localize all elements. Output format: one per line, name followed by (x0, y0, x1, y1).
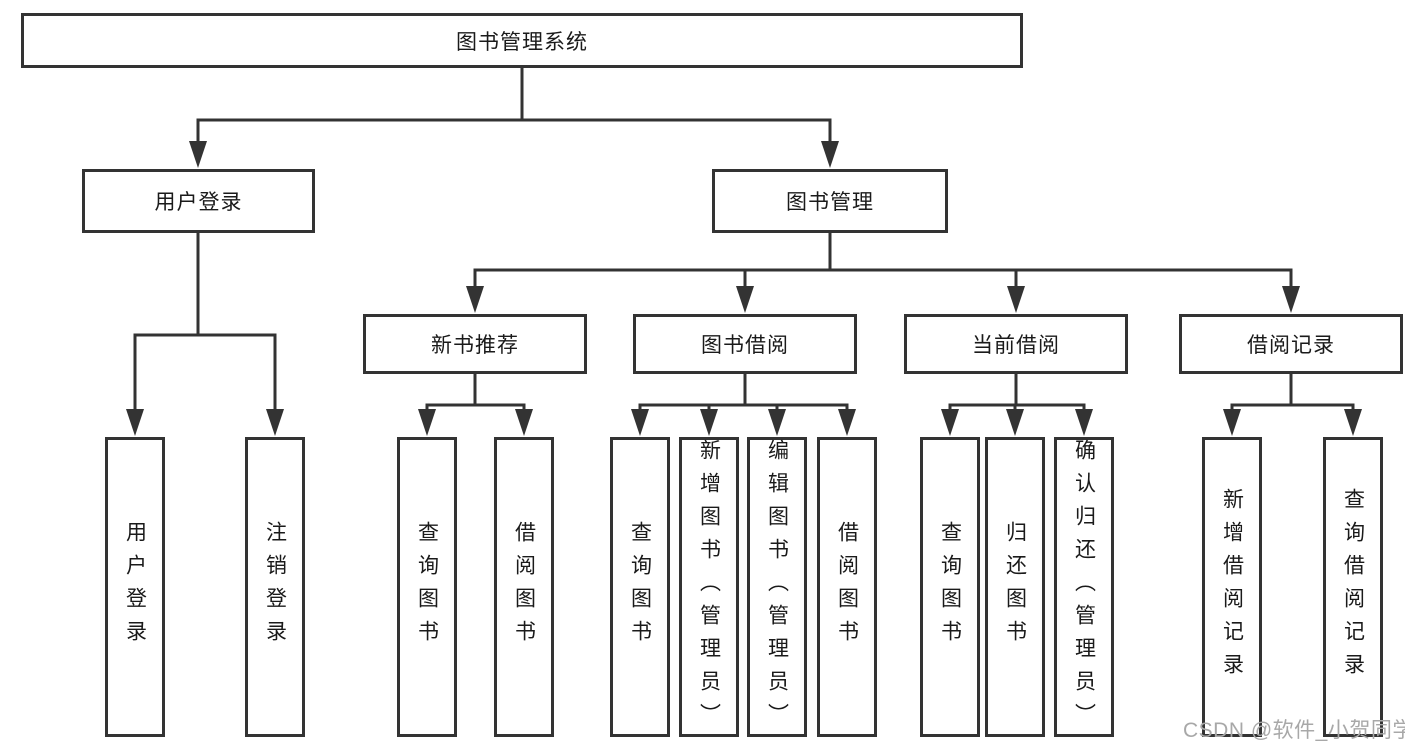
arrowhead-icon (189, 141, 207, 168)
leaf-add-borrow-record: 新增借阅记录 (1202, 437, 1262, 737)
arrowhead-icon (1006, 409, 1024, 436)
leaf-query-borrow-record-label: 查询借阅记录 (1341, 488, 1365, 686)
leaf-confirm-return-admin-label: 确认归还（管理员） (1072, 438, 1096, 736)
arrowhead-icon (126, 409, 144, 436)
leaf-edit-book-admin-label: 编辑图书（管理员） (765, 438, 789, 736)
arrowhead-icon (1223, 409, 1241, 436)
leaf-user-login: 用户登录 (105, 437, 165, 737)
node-new-book-recommend: 新书推荐 (363, 314, 587, 374)
leaf-query-borrow-record: 查询借阅记录 (1323, 437, 1383, 737)
arrowhead-icon (1282, 286, 1300, 313)
arrowhead-icon (631, 409, 649, 436)
leaf-query-book-recommend: 查询图书 (397, 437, 457, 737)
arrowhead-icon (466, 286, 484, 313)
leaf-user-login-label: 用户登录 (123, 521, 147, 653)
node-book-borrow: 图书借阅 (633, 314, 857, 374)
leaf-query-book-borrow: 查询图书 (610, 437, 670, 737)
leaf-logout: 注销登录 (245, 437, 305, 737)
node-borrow-record: 借阅记录 (1179, 314, 1403, 374)
leaf-query-book-borrow-label: 查询图书 (628, 521, 652, 653)
leaf-borrow-book-recommend-label: 借阅图书 (512, 521, 536, 653)
leaf-confirm-return-admin: 确认归还（管理员） (1054, 437, 1114, 737)
leaf-add-borrow-record-label: 新增借阅记录 (1220, 488, 1244, 686)
arrowhead-icon (941, 409, 959, 436)
node-user-login: 用户登录 (82, 169, 315, 233)
node-book-management: 图书管理 (712, 169, 948, 233)
leaf-borrow-book: 借阅图书 (817, 437, 877, 737)
leaf-query-book-current: 查询图书 (920, 437, 980, 737)
leaf-query-book-current-label: 查询图书 (938, 521, 962, 653)
leaf-edit-book-admin: 编辑图书（管理员） (747, 437, 807, 737)
arrowhead-icon (700, 409, 718, 436)
arrowhead-icon (736, 286, 754, 313)
arrowhead-icon (515, 409, 533, 436)
leaf-add-book-admin-label: 新增图书（管理员） (697, 438, 721, 736)
arrowhead-icon (266, 409, 284, 436)
leaf-logout-label: 注销登录 (263, 521, 287, 653)
leaf-add-book-admin: 新增图书（管理员） (679, 437, 739, 737)
node-root: 图书管理系统 (21, 13, 1023, 68)
arrowhead-icon (1007, 286, 1025, 313)
arrowhead-icon (768, 409, 786, 436)
arrowhead-icon (1344, 409, 1362, 436)
leaf-query-book-recommend-label: 查询图书 (415, 521, 439, 653)
arrowhead-icon (838, 409, 856, 436)
leaf-return-book-label: 归还图书 (1003, 521, 1027, 653)
arrowhead-icon (1075, 409, 1093, 436)
node-current-borrow: 当前借阅 (904, 314, 1128, 374)
leaf-borrow-book-label: 借阅图书 (835, 521, 859, 653)
arrowhead-icon (418, 409, 436, 436)
arrowhead-icon (821, 141, 839, 168)
leaf-borrow-book-recommend: 借阅图书 (494, 437, 554, 737)
leaf-return-book: 归还图书 (985, 437, 1045, 737)
watermark: CSDN @软件_小贺同学 (1183, 719, 1405, 742)
